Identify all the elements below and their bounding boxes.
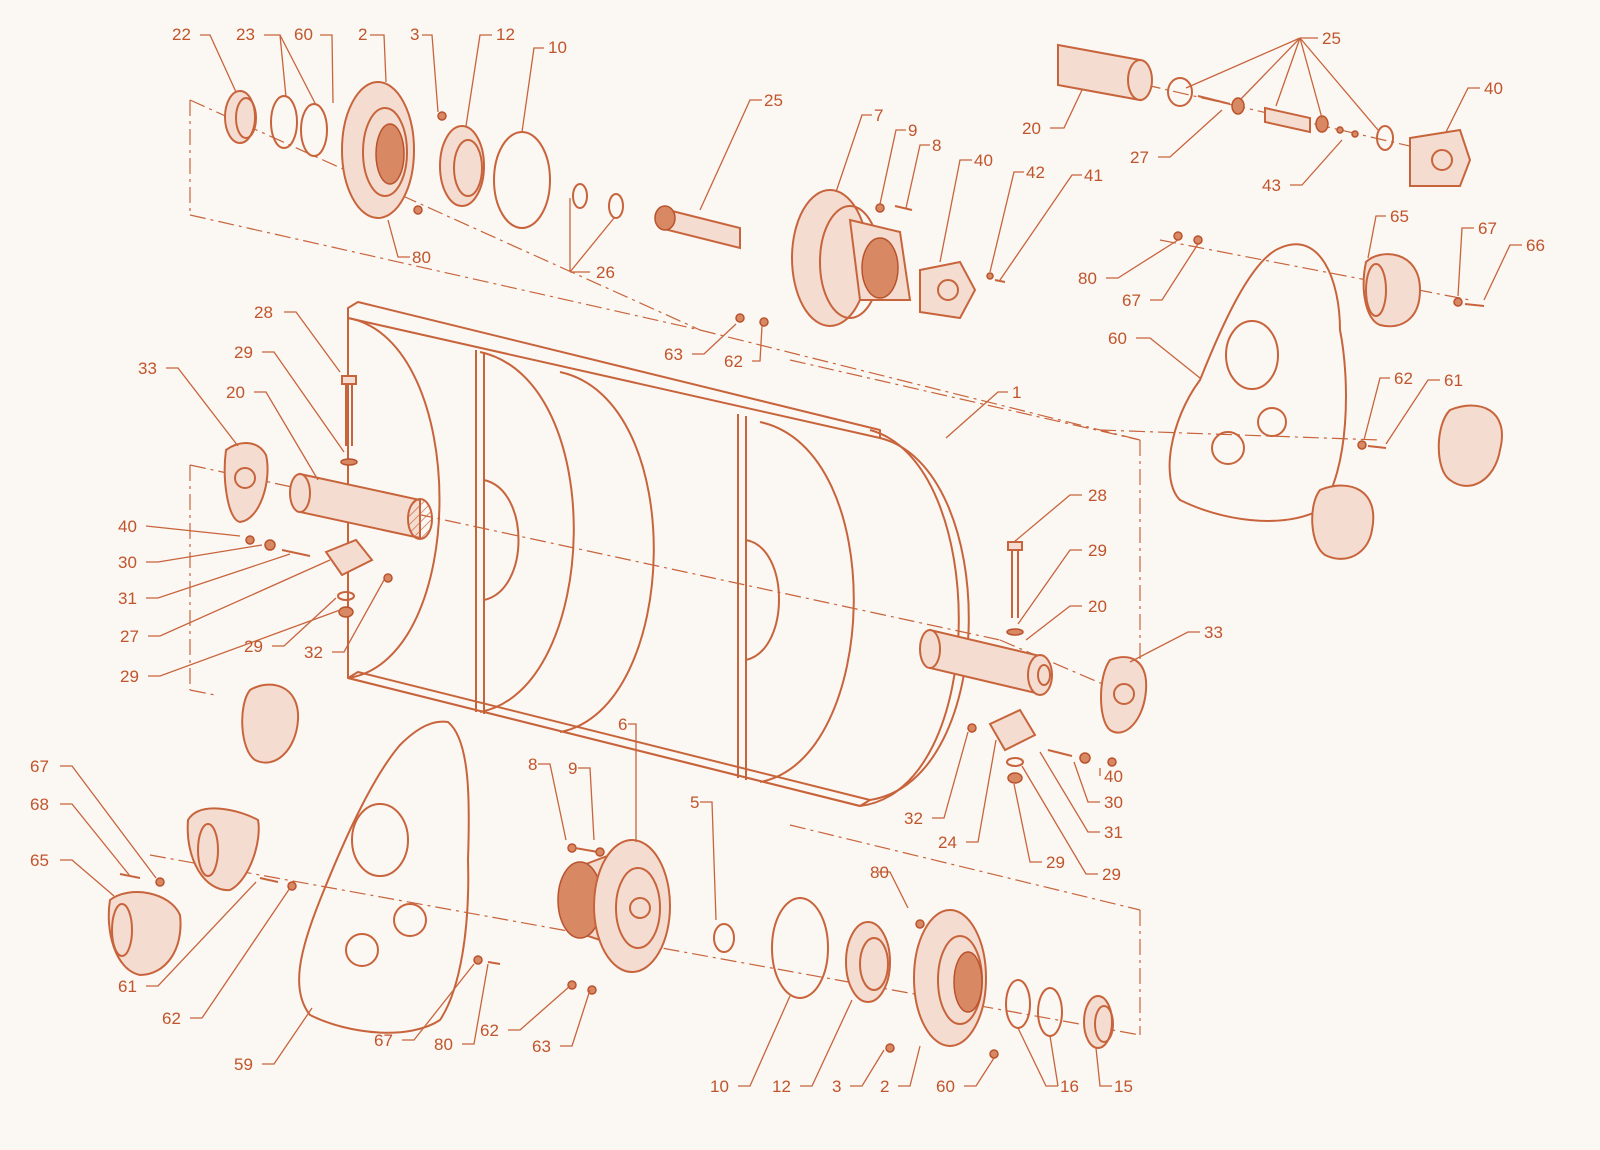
- callout-label: 12: [772, 1077, 791, 1096]
- top-center-motor-assembly: [735, 189, 1006, 327]
- callout-label: 29: [1088, 541, 1107, 560]
- callout-label: 6: [618, 715, 627, 734]
- callout-numbers: 22 23 60 2 3 12 10 80 26 25 7 9 8 40 42 …: [30, 25, 1545, 1096]
- callout-label: 40: [1104, 767, 1123, 786]
- callout-label: 62: [1394, 369, 1413, 388]
- callout-label: 40: [974, 151, 993, 170]
- callout-label: 29: [1046, 853, 1065, 872]
- callout-label: 80: [1078, 269, 1097, 288]
- callout-label: 3: [410, 25, 419, 44]
- callout-label: 12: [496, 25, 515, 44]
- bottom-right-bearing-assembly: [771, 897, 1114, 1059]
- callout-label: 16: [1060, 1077, 1079, 1096]
- callout-label: 60: [936, 1077, 955, 1096]
- callout-label: 29: [1102, 865, 1121, 884]
- callout-label: 67: [30, 757, 49, 776]
- callout-label: 10: [710, 1077, 729, 1096]
- callout-label: 61: [118, 977, 137, 996]
- callout-label: 80: [870, 863, 889, 882]
- callout-label: 30: [118, 553, 137, 572]
- left-shaft-assembly: [223, 375, 433, 764]
- callout-label: 59: [234, 1055, 253, 1074]
- callout-label: 80: [412, 248, 431, 267]
- callout-label: 31: [118, 589, 137, 608]
- bottom-center-motor-assembly: [557, 839, 735, 995]
- callout-label: 8: [932, 136, 941, 155]
- callout-label: 33: [138, 359, 157, 378]
- callout-label: 42: [1026, 163, 1045, 182]
- callout-label: 20: [1088, 597, 1107, 616]
- callout-label: 15: [1114, 1077, 1133, 1096]
- callout-label: 5: [690, 793, 699, 812]
- left-side-plate: [107, 720, 501, 1034]
- top-right-drive-assembly: [1057, 43, 1472, 187]
- callout-label: 32: [304, 643, 323, 662]
- callout-label: 62: [480, 1021, 499, 1040]
- callout-label: 25: [764, 91, 783, 110]
- callout-label: 65: [1390, 207, 1409, 226]
- callout-label: 22: [172, 25, 191, 44]
- callout-label: 63: [664, 345, 683, 364]
- callout-label: 31: [1104, 823, 1123, 842]
- callout-label: 29: [120, 667, 139, 686]
- callout-label: 29: [234, 343, 253, 362]
- callout-label: 2: [880, 1077, 889, 1096]
- callout-label: 32: [904, 809, 923, 828]
- callout-label: 28: [1088, 486, 1107, 505]
- callout-label: 61: [1444, 371, 1463, 390]
- callout-label: 62: [162, 1009, 181, 1028]
- callout-label: 41: [1084, 166, 1103, 185]
- callout-label: 66: [1526, 236, 1545, 255]
- callout-label: 40: [118, 517, 137, 536]
- callout-label: 26: [596, 263, 615, 282]
- callout-label: 60: [1108, 329, 1127, 348]
- callout-label: 20: [1022, 119, 1041, 138]
- callout-label: 8: [528, 755, 537, 774]
- callout-label: 67: [1478, 219, 1497, 238]
- callout-label: 29: [244, 637, 263, 656]
- callout-label: 62: [724, 352, 743, 371]
- callout-label: 80: [434, 1035, 453, 1054]
- callout-label: 2: [358, 25, 367, 44]
- callout-label: 33: [1204, 623, 1223, 642]
- callout-label: 60: [294, 25, 313, 44]
- callout-label: 40: [1484, 79, 1503, 98]
- callout-label: 67: [374, 1031, 393, 1050]
- callout-label: 9: [568, 759, 577, 778]
- right-side-plate: [1168, 231, 1503, 560]
- right-shaft-assembly: [919, 541, 1148, 784]
- callout-label: 24: [938, 833, 957, 852]
- callout-label: 43: [1262, 176, 1281, 195]
- callout-label: 1: [1012, 383, 1021, 402]
- callout-label: 65: [30, 851, 49, 870]
- callout-label: 27: [120, 627, 139, 646]
- callout-label: 67: [1122, 291, 1141, 310]
- callout-label: 68: [30, 795, 49, 814]
- callout-label: 23: [236, 25, 255, 44]
- callout-label: 7: [874, 106, 883, 125]
- callout-label: 63: [532, 1037, 551, 1056]
- callout-label: 27: [1130, 148, 1149, 167]
- callout-label: 25: [1322, 29, 1341, 48]
- callout-label: 28: [254, 303, 273, 322]
- callout-label: 30: [1104, 793, 1123, 812]
- callout-label: 20: [226, 383, 245, 402]
- callout-label: 3: [832, 1077, 841, 1096]
- leader-lines: [60, 34, 1522, 1087]
- top-left-bearing-assembly: [224, 81, 741, 250]
- drum-shell: [347, 301, 970, 807]
- callout-label: 10: [548, 38, 567, 57]
- callout-label: 9: [908, 121, 917, 140]
